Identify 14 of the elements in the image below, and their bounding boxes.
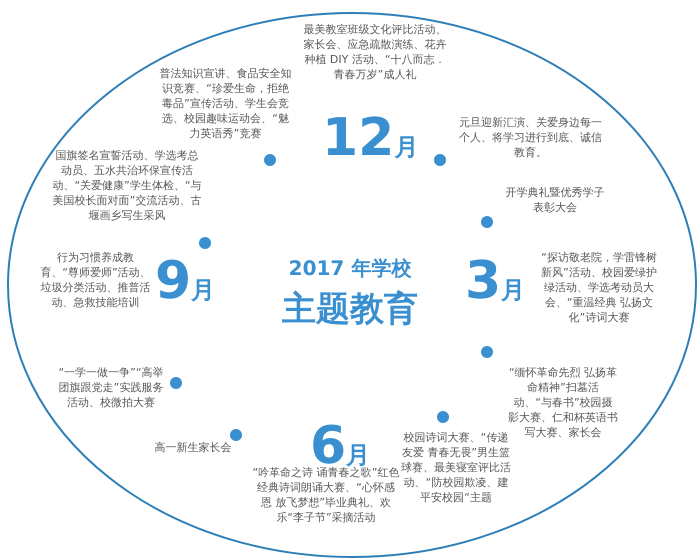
activity-text: 行为习惯养成教育、“尊师爱师”活动、垃圾分类活动、推普活动、急救技能培训 [39,250,152,310]
month-label: 9月 [155,255,216,307]
title: 2017 年学校主题教育 [281,255,419,331]
activity-text: “吟革命之诗 诵青春之歌”红色经典诗词朗诵大赛、“心怀感恩 放飞梦想”毕业典礼、欢乐“李子节”采摘活动 [252,466,400,525]
activity-text: 普法知识宣讲、食品安全知识竞赛、“珍爱生命，拒绝毒品”宣传活动、学生会竞选、校园趣味运动会、“魅力英语秀”竞赛 [158,66,292,141]
activity-text: 开学典礼暨优秀学子表彰大会 [505,185,605,215]
activity-text: 高一新生家长会 [154,440,232,455]
activity-text: “一学一做一争”“高举团旗跟党走”实践服务活动、校微拍大赛 [57,365,165,410]
activity-text: “探访敬老院，学雷锋树新风”活动、校园爱绿护绿活动、学选考动员大会、“重温经典 弘扬文化”诗词大赛 [540,250,658,325]
activity-text: 国旗签名宣誓活动、学选考总动员、五水共治环保宣传活动、“关爱健康”学生体检、“与美国校长面对面”交流活动、古堰画乡写生采风 [52,148,202,223]
month-label: 12月 [322,112,418,164]
month-label: 3月 [465,255,526,307]
activity-text: 元旦迎新汇演、关爱身边每一个人、将学习进行到底、诚信教育。 [458,115,603,160]
activity-text: 最美教室班级文化评比活动、家长会、应急疏散演练、花卉种植 DIY 活动、“十八而志．青春万岁”成人礼 [302,22,448,82]
